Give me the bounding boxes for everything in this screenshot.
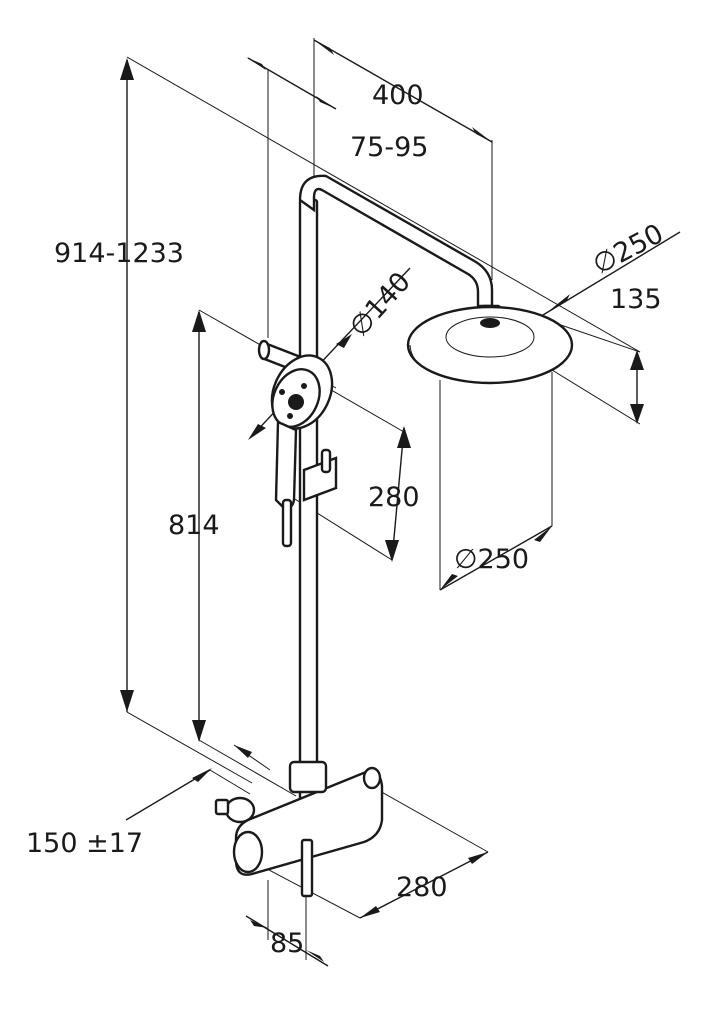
dim-wall-offset: 85 [270,928,304,959]
dim-mixer-width: 280 [396,872,448,903]
dim-rain-diameter-top: ∅250 [588,218,669,281]
dim-arm-length: 400 [372,80,424,111]
dim-rain-height: 135 [610,284,662,315]
hand-shower [257,339,338,548]
rain-shower-head [406,305,574,385]
dim-hand-span: 280 [368,482,420,513]
dimension-lines [120,38,681,967]
dim-total-height: 914-1233 [54,238,184,269]
dim-rail-offset: 75-95 [350,132,428,163]
dim-rail-height: 814 [168,510,220,541]
dim-rain-diameter-bottom: ∅250 [454,544,529,575]
thermostatic-mixer [214,760,384,898]
dim-inlet-spacing: 150 ±17 [26,828,143,859]
dim-hand-diameter: ∅140 [344,266,417,343]
